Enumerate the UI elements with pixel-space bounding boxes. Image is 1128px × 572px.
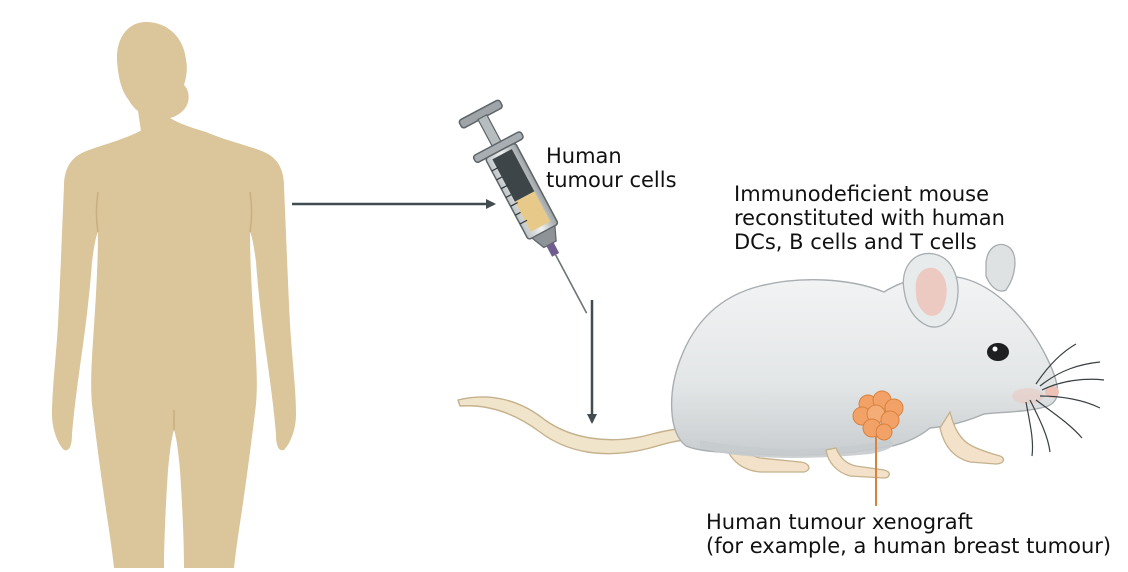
mouse-ear-back: [985, 243, 1016, 292]
tumour-xenograft-icon: [852, 390, 904, 441]
mouse-label-line-2: reconstituted with human: [734, 206, 1005, 230]
mouse-tail: [457, 396, 691, 455]
mouse-eye-highlight: [992, 346, 998, 352]
human-head: [116, 22, 189, 138]
mouse-belly-shadow: [700, 440, 894, 458]
mouse-whiskers: [1025, 343, 1105, 457]
mouse-front-leg: [939, 410, 1005, 465]
xenograft-label-line-2: (for example, a human breast tumour): [706, 534, 1112, 558]
mouse-nose: [1045, 386, 1059, 398]
mouse-illustration: [457, 243, 1105, 479]
syringe-label: Human tumour cells: [546, 144, 677, 192]
syringe-needle: [554, 254, 588, 314]
human-shade-left: [95, 191, 99, 233]
syringe-graduations: [491, 166, 528, 225]
mouse-label: Immunodeficient mouse reconstituted with…: [734, 182, 1005, 254]
syringe-interior: [492, 149, 535, 202]
xenograft-label: Human tumour xenograft (for example, a h…: [706, 510, 1111, 558]
human-silhouette: [52, 22, 296, 568]
human-body: [52, 118, 296, 568]
syringe-icon: [458, 99, 588, 314]
syringe-hub: [530, 224, 557, 249]
mouse-label-line-1: Immunodeficient mouse: [734, 182, 990, 206]
syringe-label-line-2: tumour cells: [546, 168, 677, 192]
human-shade-right: [249, 191, 253, 233]
mouse-label-line-3: DCs, B cells and T cells: [734, 230, 977, 254]
syringe-needle-base: [546, 242, 560, 257]
syringe-liquid: [514, 191, 551, 232]
mouse-eye: [987, 343, 1009, 361]
mouse-mid-paw: [825, 447, 890, 479]
mouse-cheek: [1012, 388, 1044, 404]
xenograft-label-line-1: Human tumour xenograft: [706, 510, 973, 534]
mouse-ear-inner: [915, 267, 947, 316]
syringe-label-line-1: Human: [546, 144, 622, 168]
